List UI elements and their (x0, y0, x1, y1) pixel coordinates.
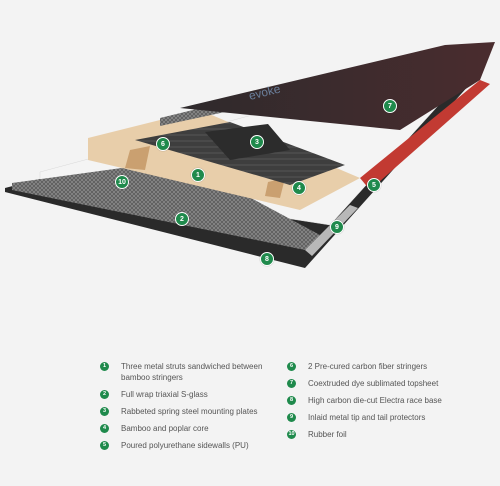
legend-number: 5 (100, 441, 109, 450)
legend-text: Three metal struts sandwiched between ba… (121, 362, 263, 382)
legend-item: 6 2 Pre-cured carbon fiber stringers (287, 361, 500, 372)
legend-number: 2 (100, 390, 109, 399)
legend-right: 6 2 Pre-cured carbon fiber stringers 7 Coe… (287, 361, 500, 446)
legend-number: 1 (100, 362, 109, 371)
legend-number: 8 (287, 396, 296, 405)
legend-item: 7 Coextruded dye sublimated topsheet (287, 378, 500, 389)
legend-number: 3 (100, 407, 109, 416)
legend-text: Full wrap triaxial S-glass (121, 390, 208, 399)
legend-number: 7 (287, 379, 296, 388)
layer-marker-8[interactable]: 8 (260, 252, 274, 266)
topsheet-layer (180, 42, 495, 130)
legend-number: 10 (287, 430, 296, 439)
legend-text: High carbon die-cut Electra race base (308, 396, 442, 405)
legend-text: Rubber foil (308, 430, 347, 439)
legend-text: Poured polyurethane sidewalls (PU) (121, 441, 249, 450)
layer-marker-4[interactable]: 4 (292, 181, 306, 195)
legend-left: 1 Three metal struts sandwiched between b… (100, 361, 320, 457)
lower-glass-layer (12, 160, 320, 250)
layer-marker-10[interactable]: 10 (115, 175, 129, 189)
layer-marker-2[interactable]: 2 (175, 212, 189, 226)
legend-text: 2 Pre-cured carbon fiber stringers (308, 362, 428, 371)
legend-item: 4 Bamboo and poplar core (100, 423, 320, 434)
legend-text: Coextruded dye sublimated topsheet (308, 379, 439, 388)
layer-marker-1[interactable]: 1 (191, 168, 205, 182)
legend-item: 5 Poured polyurethane sidewalls (PU) (100, 440, 320, 451)
legend-item: 9 Inlaid metal tip and tail protectors (287, 412, 500, 423)
layer-marker-5[interactable]: 5 (367, 178, 381, 192)
layer-marker-9[interactable]: 9 (330, 220, 344, 234)
legend-item: 1 Three metal struts sandwiched between b… (100, 361, 320, 383)
legend-text: Inlaid metal tip and tail protectors (308, 413, 426, 422)
layer-marker-6[interactable]: 6 (156, 137, 170, 151)
legend-number: 4 (100, 424, 109, 433)
legend-text: Rabbeted spring steel mounting plates (121, 407, 258, 416)
layer-marker-7[interactable]: 7 (383, 99, 397, 113)
core-stringer-strip (125, 146, 150, 170)
legend-text: Bamboo and poplar core (121, 424, 209, 433)
legend-number: 6 (287, 362, 296, 371)
steel-plate-layer (205, 124, 290, 160)
legend-item: 2 Full wrap triaxial S-glass (100, 389, 320, 400)
legend-item: 10 Rubber foil (287, 429, 500, 440)
core-stringer-strip (265, 178, 285, 198)
sidewall-layer (360, 80, 490, 190)
legend-item: 3 Rabbeted spring steel mounting plates (100, 406, 320, 417)
legend-number: 9 (287, 413, 296, 422)
layer-marker-3[interactable]: 3 (250, 135, 264, 149)
legend-item: 8 High carbon die-cut Electra race base (287, 395, 500, 406)
